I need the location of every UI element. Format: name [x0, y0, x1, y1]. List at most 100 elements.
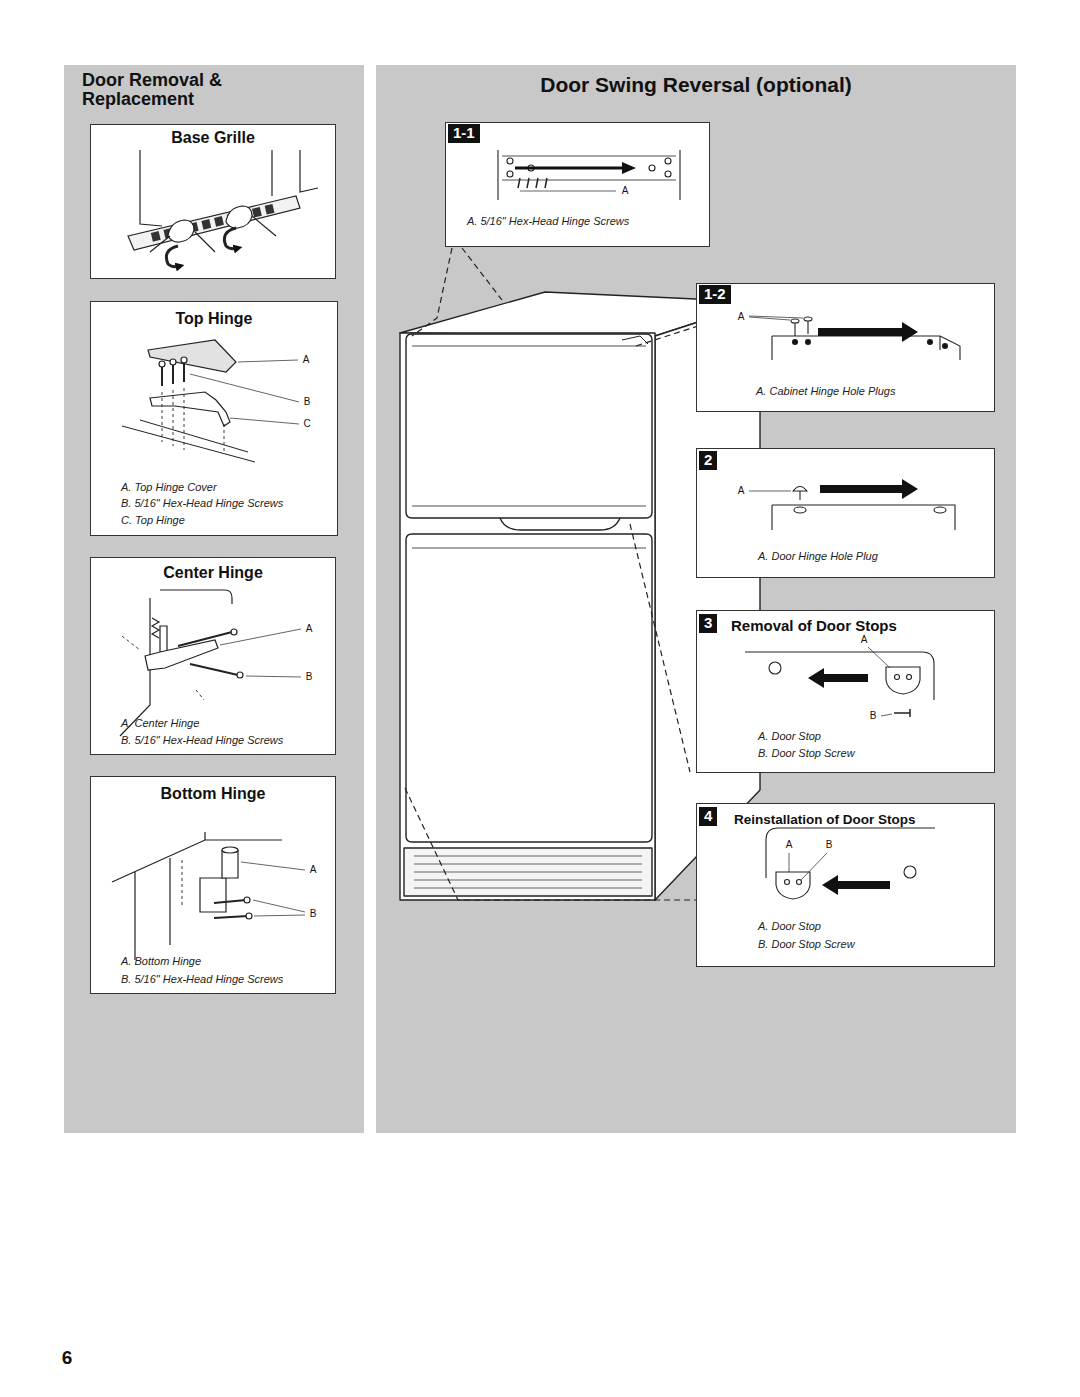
- base-grille-illustration: [140, 150, 162, 226]
- center-hinge-illustration: [220, 629, 301, 677]
- base-grille-illustration: [151, 231, 161, 242]
- callout-letter: B: [870, 711, 877, 721]
- callout-letter: B: [310, 909, 317, 919]
- box-ground: [90, 557, 336, 755]
- callout-letter: A: [622, 186, 629, 196]
- step-2-illustration: [749, 491, 791, 492]
- step-box: 1-1A. 5/16" Hex-Head Hinge Screws: [445, 122, 710, 247]
- refrigerator-illustration: [412, 548, 646, 549]
- base-grille-illustration: [128, 150, 318, 267]
- figure-box: Center HingeA. Center HingeB. 5/16" Hex-…: [90, 557, 336, 755]
- step-1-2-illustration: [943, 344, 948, 349]
- step-number: 2: [699, 451, 717, 470]
- step-1-2-illustration: [804, 317, 812, 321]
- bottom-hinge-illustration: [222, 850, 238, 878]
- step-2-illustration: [820, 479, 918, 499]
- box-heading: Base Grille: [171, 129, 255, 147]
- step-4-illustration: [785, 880, 790, 885]
- center-hinge-illustration: [178, 632, 238, 675]
- step-1-2-illustration: [749, 316, 803, 320]
- center-hinge-illustration: [231, 629, 237, 635]
- base-grille-illustration: [214, 216, 224, 227]
- bottom-hinge-illustration: [200, 878, 226, 912]
- center-hinge-illustration: [120, 598, 150, 736]
- step-1-2-illustration: [772, 336, 960, 360]
- top-hinge-illustration: [122, 340, 299, 462]
- top-hinge-illustration: [159, 361, 165, 367]
- callout-letter: B: [826, 840, 833, 850]
- step-1-1-illustration: [502, 156, 676, 180]
- panel-ground: [376, 65, 1016, 1133]
- refrigerator-illustration: [636, 326, 698, 346]
- top-hinge-illustration: [122, 420, 255, 462]
- step-box: 1-2 A. Cabinet Hinge Hole Plugs: [696, 283, 995, 412]
- base-grille-illustration: [265, 204, 275, 215]
- box-ground: [696, 803, 995, 967]
- figure-box: Bottom HingeA. Bottom HingeB. 5/16" Hex-…: [90, 776, 336, 994]
- step-4-illustration: [797, 880, 802, 885]
- refrigerator-illustration: [414, 856, 642, 888]
- bottom-hinge-illustration: [246, 913, 252, 919]
- bottom-hinge-illustration: [244, 897, 250, 903]
- caption: B. Door Stop Screw: [758, 747, 855, 760]
- step-2-illustration: [934, 507, 946, 513]
- step-2-illustration: [749, 479, 955, 530]
- step-2-illustration: [799, 491, 800, 500]
- callout-letter: A: [861, 635, 868, 645]
- box-heading: Bottom Hinge: [161, 785, 266, 803]
- callout-letter: A: [303, 355, 310, 365]
- step-1-1-illustration: [507, 171, 513, 177]
- caption: A. Cabinet Hinge Hole Plugs: [756, 385, 895, 398]
- step-heading: Reinstallation of Door Stops: [734, 812, 916, 828]
- bottom-hinge-illustration: [112, 832, 305, 960]
- box-ground: [90, 301, 338, 536]
- caption: A. Door Hinge Hole Plug: [758, 550, 878, 563]
- center-hinge-illustration: [120, 590, 301, 736]
- step-number: 1-2: [699, 285, 731, 304]
- step-box: 4Reinstallation of Door StopsA. Door Sto…: [696, 803, 995, 967]
- refrigerator-illustration: [405, 248, 698, 900]
- callout-letter: C: [303, 419, 310, 429]
- panel-ground: [64, 65, 364, 1133]
- base-grille-illustration: [166, 246, 180, 267]
- page-number: 6: [62, 1348, 73, 1367]
- step-4-illustration: [789, 853, 827, 880]
- step-1-2-illustration: [749, 316, 960, 360]
- refrigerator-illustration: [400, 333, 655, 900]
- step-3-illustration: [769, 662, 781, 674]
- step-3-illustration: [745, 647, 934, 717]
- step-number: 3: [699, 614, 717, 633]
- figure-box: Top HingeA. Top Hinge CoverB. 5/16" Hex-…: [90, 301, 338, 536]
- callout-letter: B: [304, 397, 311, 407]
- refrigerator-illustration: [406, 334, 652, 518]
- step-2-illustration: [794, 507, 806, 513]
- center-hinge-illustration: [160, 590, 232, 604]
- box-heading: Center Hinge: [163, 564, 263, 582]
- panel-heading: Door Removal & Replacement: [82, 71, 257, 109]
- box-ground: [445, 122, 710, 247]
- caption: A. Door Stop: [758, 730, 821, 743]
- step-1-2-illustration: [793, 340, 798, 345]
- step-1-1-illustration: [507, 158, 513, 164]
- caption: C. Top Hinge: [121, 514, 185, 527]
- top-hinge-illustration: [190, 360, 299, 424]
- caption: A. Door Stop: [758, 920, 821, 933]
- refrigerator-illustration: [412, 346, 646, 506]
- section-panel: Door Swing Reversal (optional)1-1A. 5/16…: [376, 65, 1016, 1133]
- step-1-1-illustration: [515, 162, 636, 174]
- caption: A. 5/16" Hex-Head Hinge Screws: [467, 215, 629, 228]
- refrigerator-illustration: [406, 534, 652, 842]
- step-1-1-illustration: [665, 158, 671, 164]
- base-grille-illustration: [226, 206, 252, 228]
- step-3-illustration: [907, 675, 912, 680]
- step-1-2-illustration: [928, 340, 933, 345]
- callout-letter: B: [306, 672, 313, 682]
- figure-box: Base Grille: [90, 124, 336, 279]
- callout-letter: A: [738, 486, 745, 496]
- base-grille-illustration: [224, 228, 238, 249]
- box-ground: [90, 124, 336, 279]
- base-grille-illustration: [150, 232, 215, 252]
